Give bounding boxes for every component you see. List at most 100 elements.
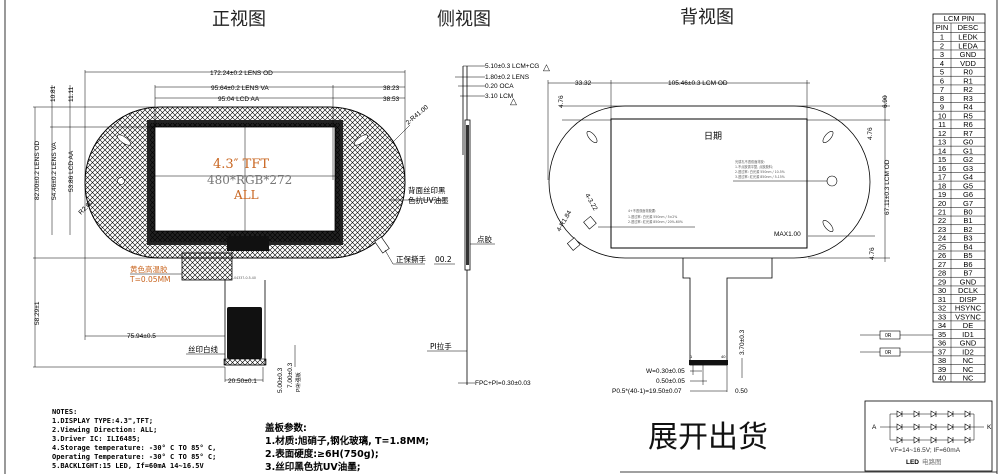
- pin-number: 24: [938, 234, 946, 243]
- led-anode-label: A: [872, 424, 877, 431]
- pin-desc: R1: [963, 76, 973, 85]
- pin-desc: NC: [963, 356, 974, 365]
- dim-pitch: P0.5*(40-1)=19.50±0.07: [612, 388, 682, 395]
- hole-note-line: 2.透过率: 红光源 850nm / 20%-60%: [628, 219, 683, 224]
- pin-desc: B4: [963, 242, 972, 251]
- led-diode-icon: [947, 410, 954, 418]
- pin-number: 27: [938, 260, 946, 269]
- label-pi-tab: PI拉手: [430, 341, 452, 351]
- dim-finger-width: W=0.30±0.05: [646, 368, 685, 375]
- label-back-ink-1: 背面丝印黑: [408, 185, 446, 195]
- dim-33-32: 33.32: [575, 80, 592, 87]
- dim-10-81: 10.81: [50, 85, 57, 102]
- sensor-note-line: 2.透过率: 白光源 550nm / 10-5%: [735, 169, 785, 174]
- display-resolution-text: 480*RGB*272: [207, 173, 292, 187]
- dim-finger-gap: 0.50±0.05: [656, 378, 685, 385]
- pin-desc: LEDK: [958, 33, 978, 42]
- pin-number: 7: [940, 85, 944, 94]
- pin-number: 29: [938, 277, 946, 286]
- pin-desc: LEDA: [958, 41, 978, 50]
- note-line: 4.Storage temperature: -30° C TO 85° C,: [52, 444, 216, 452]
- resistor-id2: [879, 347, 901, 357]
- dim-fpc-pi: FPC+PI=0.30±0.03: [475, 380, 531, 387]
- pin-number: 26: [938, 251, 946, 260]
- pin-number: 31: [938, 295, 946, 304]
- pin-number: 28: [938, 269, 946, 278]
- pin-desc: HSYNC: [955, 304, 982, 313]
- led-diode-icon: [930, 436, 937, 444]
- title-side-view: 侧视图: [437, 9, 491, 30]
- resistor-id1-label: 0R: [885, 333, 892, 339]
- pin-desc: G5: [963, 181, 973, 190]
- cover-param-line: 2.表面硬度:≥6H(750g);: [265, 448, 379, 460]
- led-cathode-label: K: [987, 424, 992, 431]
- led-diode-icon: [964, 410, 971, 418]
- hole-note-line: 1.透过率: 白光源 550nm / 5±2%: [628, 214, 677, 219]
- pin-number: 10: [938, 111, 946, 120]
- dim-4-76-c: 4.76: [869, 247, 876, 260]
- dim-5-00: 5.00±0.3: [277, 367, 284, 393]
- led-spec: VF=14~16.5V; IF=60mA: [890, 447, 961, 454]
- dim-lcm-thickness: 3.10 LCM: [485, 93, 513, 100]
- resistor-id1: [879, 330, 901, 340]
- pin-desc: ID1: [962, 330, 974, 339]
- dim-0-50-right: 0.50: [735, 388, 748, 395]
- title-front-view: 正视图: [212, 9, 266, 30]
- note-line: 2.Viewing Direction: ALL;: [52, 426, 157, 434]
- yellow-tape-area: [181, 252, 233, 281]
- pin-number: 21: [938, 208, 946, 217]
- dim-4-76-a: 4.76: [558, 95, 565, 108]
- pin-number: 20: [938, 199, 946, 208]
- pin-number: 33: [938, 312, 946, 321]
- pin-desc: G0: [963, 138, 973, 147]
- label-back-ink-2: 色抗UV油墨: [408, 195, 449, 205]
- led-diode-icon: [896, 423, 903, 431]
- dim-max-1: MAX1.00: [774, 231, 801, 238]
- pin-desc: B2: [963, 225, 972, 234]
- sensor-note-line: 光感孔不透双面背胶:: [735, 159, 765, 164]
- pin-desc: B7: [963, 269, 972, 278]
- pin-desc: G4: [963, 173, 973, 182]
- fpc-contacts: [223, 358, 267, 366]
- pin-number: 15: [938, 155, 946, 164]
- note-line: 3.Driver IC: ILI6485;: [52, 435, 141, 443]
- led-diode-icon: [930, 410, 937, 418]
- pin-header: PIN: [936, 23, 949, 32]
- driver-ic: [227, 236, 269, 251]
- led-circuit-box: A K VF=14~16.5V; IF=60mA LED 电路图: [864, 400, 993, 472]
- note-line: 1.DISPLAY TYPE:4.3",TFT;: [52, 417, 153, 425]
- fpc-code: -04337-0-5-40: [233, 276, 256, 280]
- led-diode-icon: [930, 423, 937, 431]
- pin-number: 3: [940, 50, 944, 59]
- dim-oca: 0.20 OCA: [485, 83, 514, 90]
- cover-params: 盖板参数: 1.材质:旭硝子,钢化玻璃, T=1.8MM; 2.表面硬度:≥6H…: [265, 422, 429, 473]
- pin-number: 6: [940, 76, 944, 85]
- pin-desc: NC: [963, 374, 974, 383]
- dim-58-29: 58.29±1: [34, 301, 41, 325]
- pin-desc: R7: [963, 129, 973, 138]
- dim-4-76-b: 4.76: [867, 127, 874, 140]
- back-view: 日期 光感孔不透双面背胶: 1.不点胶需平整, 点胶胶料; 2.透过率: 白光源…: [547, 80, 891, 395]
- pin-desc: G1: [963, 146, 973, 155]
- dim-38-23: 38.23: [383, 85, 400, 92]
- pin-desc: G3: [963, 164, 973, 173]
- pin-desc: GND: [960, 339, 977, 348]
- pin-number: 23: [938, 225, 946, 234]
- side-view: 5.10±0.3 LCM+CG △ 1.80±0.2 LENS 0.20 OCA…: [427, 62, 550, 387]
- viewing-direction-text: ALL: [233, 188, 259, 202]
- id-resistors: 0R 0R: [860, 330, 933, 357]
- label-protect-tab: 正保撕手: [396, 254, 426, 264]
- pin-number: 38: [938, 356, 946, 365]
- dim-lcd-aa-height: 53.86 LCD AA: [68, 150, 75, 192]
- pin-desc: G2: [963, 155, 973, 164]
- pin-desc: DISP: [959, 295, 977, 304]
- pin-desc: GND: [960, 50, 977, 59]
- led-diode-icon: [913, 423, 920, 431]
- label-yellow-tape: 黄色高温胶: [130, 264, 168, 274]
- pin-number: 37: [938, 347, 946, 356]
- title-back-view: 背视图: [680, 7, 734, 28]
- lcm-body: [610, 118, 808, 249]
- dim-11-11: 11.11: [68, 86, 75, 102]
- dim-6-90: 6.90: [882, 95, 889, 108]
- pin-number: 36: [938, 339, 946, 348]
